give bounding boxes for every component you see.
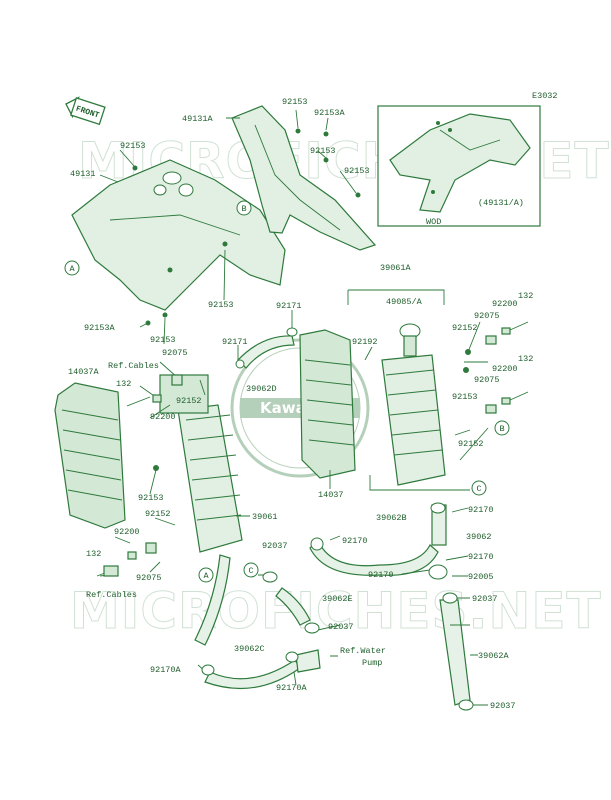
label-92153: 92153 bbox=[452, 392, 478, 402]
label-92170A: 92170A bbox=[276, 683, 308, 693]
callout-a-top: A bbox=[64, 260, 80, 276]
label-ref-cables: Ref.Cables bbox=[86, 590, 137, 600]
label-92192: 92192 bbox=[352, 337, 378, 347]
label-92170: 92170 bbox=[368, 570, 394, 580]
label-39062C: 39062C bbox=[234, 644, 265, 654]
label-92075: 92075 bbox=[474, 375, 500, 385]
label-92037: 92037 bbox=[262, 541, 288, 551]
label-39061A: 39061A bbox=[380, 263, 412, 273]
part-labels: 49131A 92153 92153A 92153 49131 92153 92… bbox=[68, 97, 533, 711]
callout-b-top: B bbox=[236, 200, 252, 216]
label-14037: 14037 bbox=[318, 490, 344, 500]
label-39062E: 39062E bbox=[322, 594, 353, 604]
label-92200: 92200 bbox=[492, 364, 518, 374]
label-92153: 92153 bbox=[120, 141, 146, 151]
diagram-code: E3032 bbox=[532, 91, 558, 101]
svg-text:C: C bbox=[249, 566, 254, 576]
label-132: 132 bbox=[86, 549, 101, 559]
left-grille bbox=[54, 382, 126, 529]
svg-text:B: B bbox=[242, 204, 247, 214]
label-92152: 92152 bbox=[176, 396, 202, 406]
label-92075: 92075 bbox=[136, 573, 162, 583]
label-92153: 92153 bbox=[282, 97, 308, 107]
label-92170A: 92170A bbox=[150, 665, 182, 675]
label-92200: 92200 bbox=[114, 527, 140, 537]
fasteners bbox=[96, 321, 529, 711]
callout-a-low: A bbox=[198, 567, 214, 583]
label-ref-water-pump-2: Pump bbox=[362, 658, 382, 668]
label-49131A: 49131A bbox=[182, 114, 214, 124]
label-92075: 92075 bbox=[474, 311, 500, 321]
label-49131: 49131 bbox=[70, 169, 96, 179]
label-39062D: 39062D bbox=[246, 384, 277, 394]
watermark-bottom: MICROFICHES.NET bbox=[70, 582, 602, 640]
label-39062: 39062 bbox=[466, 532, 492, 542]
svg-text:A: A bbox=[204, 571, 210, 581]
label-92153: 92153 bbox=[310, 146, 336, 156]
label-92153: 92153 bbox=[344, 166, 370, 176]
leader-lines bbox=[99, 109, 489, 706]
label-92152: 92152 bbox=[452, 323, 478, 333]
left-shroud bbox=[71, 159, 286, 326]
label-92170: 92170 bbox=[468, 552, 494, 562]
front-arrow-icon: FRONT bbox=[65, 96, 106, 126]
svg-text:C: C bbox=[477, 484, 482, 494]
label-92153: 92153 bbox=[138, 493, 164, 503]
label-92200: 92200 bbox=[492, 299, 518, 309]
label-39062A: 39062A bbox=[478, 651, 510, 661]
label-39062B: 39062B bbox=[376, 513, 407, 523]
label-92037: 92037 bbox=[490, 701, 516, 711]
inset-variant-label: WOD bbox=[426, 217, 441, 227]
label-14037A: 14037A bbox=[68, 367, 100, 377]
svg-text:A: A bbox=[70, 264, 76, 274]
label-132: 132 bbox=[518, 354, 533, 364]
callout-c-low: C bbox=[243, 562, 259, 578]
label-92075: 92075 bbox=[162, 348, 188, 358]
label-92152: 92152 bbox=[458, 439, 484, 449]
label-ref-cables: Ref.Cables bbox=[108, 361, 159, 371]
label-92153: 92153 bbox=[150, 335, 176, 345]
label-92171: 92171 bbox=[276, 301, 302, 311]
label-92037: 92037 bbox=[328, 622, 354, 632]
svg-text:B: B bbox=[500, 424, 505, 434]
inset-wod: (49131/A) WOD bbox=[377, 105, 541, 227]
label-49085A: 49085/A bbox=[386, 297, 423, 307]
right-radiator bbox=[381, 323, 446, 486]
upper-shroud bbox=[231, 105, 377, 251]
label-39061: 39061 bbox=[252, 512, 278, 522]
callout-c-right: C bbox=[471, 480, 487, 496]
label-92037: 92037 bbox=[472, 594, 498, 604]
label-92153: 92153 bbox=[208, 300, 234, 310]
label-92153A: 92153A bbox=[314, 108, 346, 118]
label-92170: 92170 bbox=[468, 505, 494, 515]
label-92005: 92005 bbox=[468, 572, 494, 582]
label-92152: 92152 bbox=[145, 509, 171, 519]
label-92170: 92170 bbox=[342, 536, 368, 546]
label-132: 132 bbox=[116, 379, 131, 389]
hoses bbox=[194, 335, 471, 706]
label-92153A: 92153A bbox=[84, 323, 116, 333]
label-ref-water-pump: Ref.Water bbox=[340, 646, 386, 656]
right-grille bbox=[299, 329, 356, 479]
label-132: 132 bbox=[518, 291, 533, 301]
label-92171: 92171 bbox=[222, 337, 248, 347]
inset-part-ref: (49131/A) bbox=[478, 198, 524, 208]
label-92200: 92200 bbox=[150, 412, 176, 422]
callout-b-right: B bbox=[494, 420, 510, 436]
